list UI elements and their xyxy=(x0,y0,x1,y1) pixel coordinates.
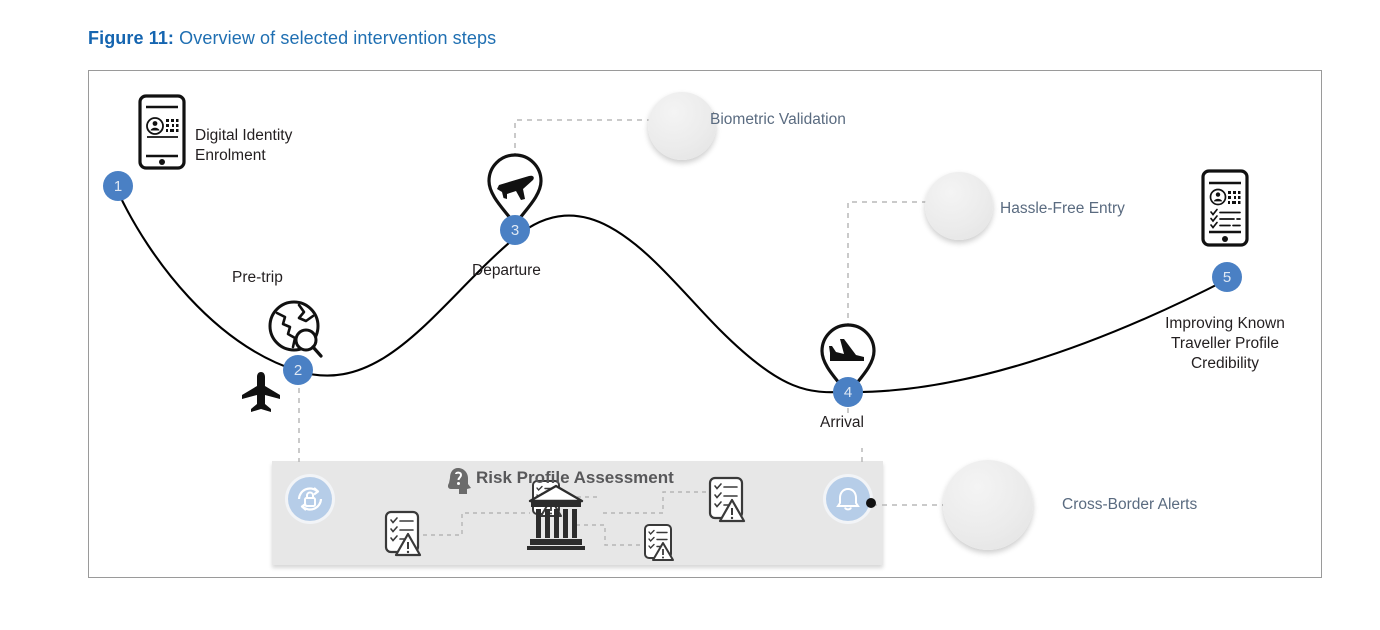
figure-caption: Figure 11: Overview of selected interven… xyxy=(88,26,496,50)
biometric-validation-badge[interactable] xyxy=(648,92,716,160)
step-marker-3[interactable]: 3 xyxy=(500,215,530,245)
step-marker-4[interactable]: 4 xyxy=(833,377,863,407)
lock-refresh-glyph xyxy=(297,487,323,511)
step-title-improving-line2: Traveller Profile xyxy=(1171,335,1279,352)
cross-border-alerts-badge[interactable] xyxy=(943,460,1033,550)
stage-label-arrival: Arrival xyxy=(820,414,864,431)
risk-panel-title: Risk Profile Assessment xyxy=(476,468,674,487)
stage-label-pretrip: Pre-trip xyxy=(232,269,283,286)
bell-icon xyxy=(826,477,870,521)
lock-refresh-icon xyxy=(288,477,332,521)
callout-label-hassle: Hassle-Free Entry xyxy=(1000,200,1125,217)
callout-label-biometric: Biometric Validation xyxy=(710,111,846,128)
step-title-digital-identity-line1: Digital Identity xyxy=(195,127,293,144)
bell-glyph xyxy=(836,487,860,511)
step-title-improving-line3: Credibility xyxy=(1190,355,1260,372)
step-marker-5[interactable]: 5 xyxy=(1212,262,1242,292)
step-marker-2[interactable]: 2 xyxy=(283,355,313,385)
risk-panel-connector-dot xyxy=(866,498,876,508)
step-marker-1[interactable]: 1 xyxy=(103,171,133,201)
callout-label-crossborder: Cross-Border Alerts xyxy=(1062,496,1198,513)
stage-label-departure: Departure xyxy=(472,262,541,279)
step-title-digital-identity-line2: Enrolment xyxy=(195,147,266,164)
figure-caption-text: Overview of selected intervention steps xyxy=(174,28,497,48)
figure-caption-label: Figure 11: xyxy=(88,28,175,48)
hassle-free-entry-badge[interactable] xyxy=(925,172,993,240)
step-title-improving-line1: Improving Known xyxy=(1165,315,1285,332)
